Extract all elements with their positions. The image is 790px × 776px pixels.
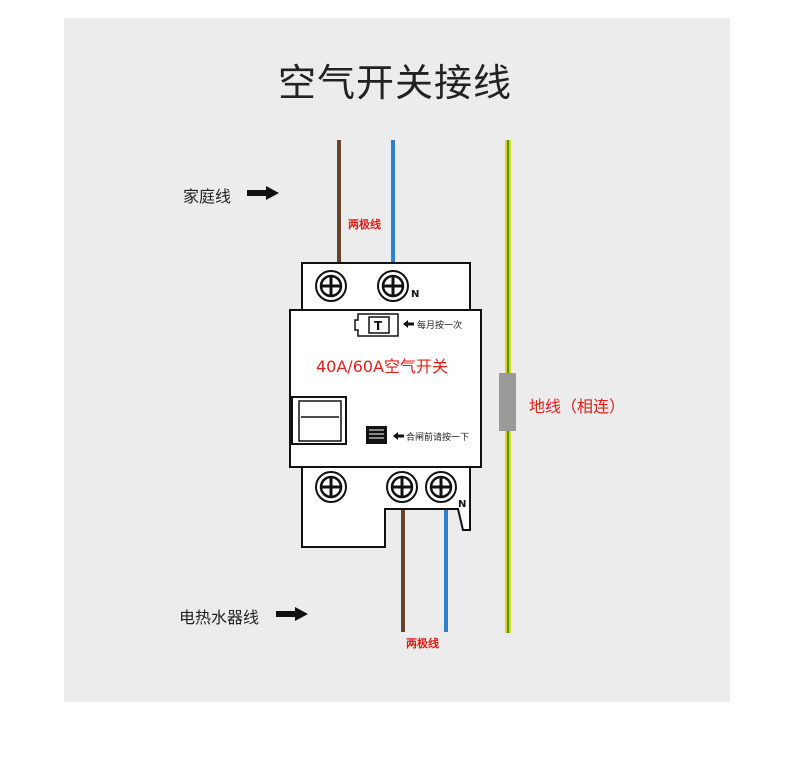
- neutral-mark-top: N: [411, 289, 419, 300]
- ground-label: 地线（相连）: [529, 397, 626, 416]
- screw-terminal-icon: [425, 471, 457, 503]
- arrow-left-icon: [403, 320, 414, 328]
- home-line-label: 家庭线: [183, 187, 232, 206]
- screw-terminal-icon: [386, 471, 418, 503]
- arrow-right-icon: [276, 607, 308, 621]
- neutral-wire-top: [391, 140, 395, 266]
- arrow-right-icon: [247, 186, 279, 200]
- reset-button-label: 合闸前请按一下: [406, 433, 470, 443]
- screw-terminal-icon: [315, 270, 347, 302]
- test-button-label: 每月按一次: [417, 321, 463, 331]
- neutral-mark-bottom: N: [458, 499, 466, 510]
- neutral-wire-bottom: [444, 506, 448, 632]
- two-pole-label-top: 两极线: [348, 218, 381, 231]
- two-pole-label-bottom: 两极线: [406, 637, 439, 650]
- reset-button: [366, 426, 387, 444]
- diagram-title: 空气开关接线: [277, 61, 512, 105]
- test-key: [368, 316, 390, 334]
- test-key-label: T: [374, 319, 383, 333]
- live-wire-bottom: [401, 506, 405, 632]
- operating-lever: [291, 396, 347, 445]
- live-wire-top: [337, 140, 341, 266]
- arrow-left-icon: [393, 432, 404, 440]
- ground-clamp: [499, 373, 516, 431]
- heater-line-label: 电热水器线: [179, 608, 260, 627]
- breaker-rating-label: 40A/60A空气开关: [316, 357, 449, 376]
- screw-terminal-icon: [315, 471, 347, 503]
- screw-terminal-icon: [377, 270, 409, 302]
